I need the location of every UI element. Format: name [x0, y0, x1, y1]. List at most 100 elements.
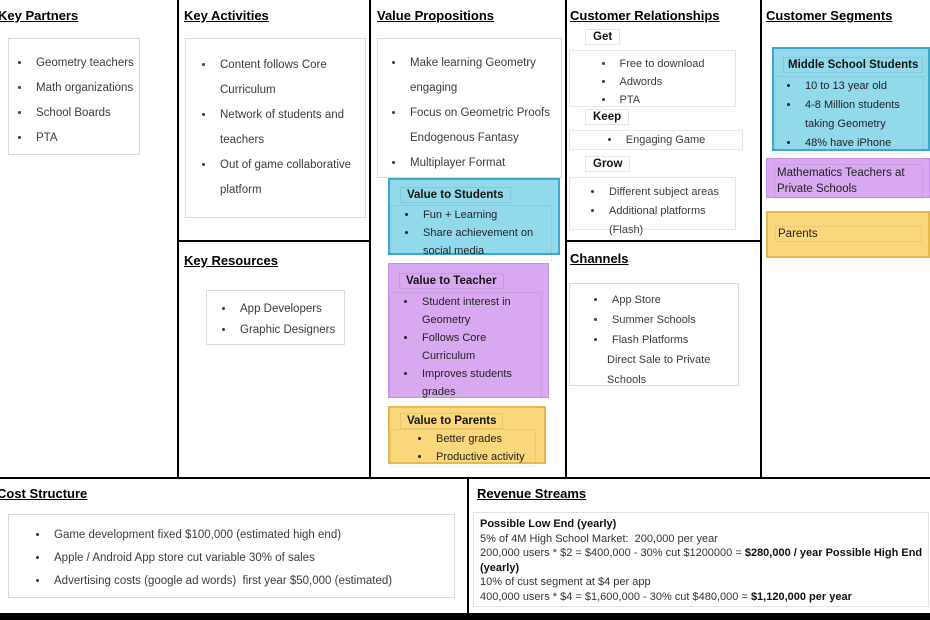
list-item: App Developers [235, 299, 344, 320]
channels-continuation: Direct Sale to Private Schools [607, 354, 711, 386]
value-to-students-title: Value to Students [400, 187, 511, 203]
channels-list: App StoreSummer SchoolsFlash Platforms [570, 290, 738, 350]
text-line: Possible Low End (yearly) [480, 518, 617, 530]
key-partners-list: Geometry teachersMath organizationsSchoo… [9, 51, 139, 151]
cost-structure-list: Game development fixed $100,000 (estimat… [9, 524, 454, 593]
parents-segment-label: Parents [775, 226, 922, 242]
cost-structure-section: Cost Structure Game development fixed $1… [0, 479, 467, 613]
list-item: Content follows Core Curriculum [215, 53, 361, 103]
keep-label: Keep [585, 109, 630, 125]
row-divider [0, 477, 930, 479]
channels-box: App StoreSummer SchoolsFlash Platforms D… [569, 283, 739, 386]
list-item: Flash Platforms [607, 330, 738, 350]
list-item: Share achievement on social media [418, 224, 549, 260]
value-propositions-section: Value Propositions Make learning Geometr… [371, 0, 565, 477]
text-line: 200,000 users * $2 = $400,000 - 30% cut … [480, 547, 926, 574]
key-partners-title: Key Partners [0, 8, 79, 23]
column-divider [565, 0, 567, 477]
value-propositions-title: Value Propositions [377, 8, 495, 23]
value-propositions-list: Make learning Geometry engagingFocus on … [378, 51, 561, 176]
list-item: Math organizations [31, 76, 139, 101]
list-item: Apple / Android App store cut variable 3… [49, 547, 454, 570]
value-to-parents-box: Value to Parents Better gradesProductive… [388, 406, 546, 467]
list-item: Different subject areas [604, 183, 723, 202]
grow-list: Different subject areasAdditional platfo… [570, 183, 735, 240]
key-resources-list: App DevelopersGraphic Designers [207, 299, 344, 341]
key-resources-box: App DevelopersGraphic Designers [206, 290, 345, 345]
value-to-parents-list: Better gradesProductive activity [390, 429, 536, 467]
column-divider [369, 0, 371, 477]
revenue-streams-text: Possible Low End (yearly) 5% of 4M High S… [474, 513, 928, 604]
list-item: Graphic Designers [235, 320, 344, 341]
teachers-segment-label: Mathematics Teachers at Private Schools [774, 164, 923, 199]
middle-school-students-title: Middle School Students [783, 57, 924, 73]
revenue-streams-box: Possible Low End (yearly) 5% of 4M High S… [473, 512, 929, 607]
value-to-teacher-box: Value to Teacher Student interest in Geo… [388, 263, 549, 402]
list-item: PTA [31, 126, 139, 151]
list-item: Advertising costs (google ad words) firs… [49, 570, 454, 593]
list-item: Productive activity [431, 448, 535, 466]
keep-box: Engaging Game [569, 130, 743, 150]
list-item: Better grades [431, 430, 535, 448]
cost-structure-title: Cost Structure [0, 486, 88, 501]
text-line: 5% of 4M High School Market: 200,000 per… [480, 532, 718, 545]
key-resources-title: Key Resources [184, 253, 278, 268]
key-activities-section: Key Activities Content follows Core Curr… [179, 0, 369, 477]
list-item: Follows Core Curriculum [417, 329, 523, 365]
list-item: Make learning Geometry engaging [405, 51, 559, 101]
grow-box: Different subject areasAdditional platfo… [569, 177, 736, 236]
cost-structure-box: Game development fixed $100,000 (estimat… [8, 514, 455, 598]
get-box: Free to downloadAdwordsPTA [569, 50, 736, 107]
list-item: Engaging Game [621, 132, 706, 149]
channels-title: Channels [570, 251, 629, 266]
key-partners-box: Geometry teachersMath organizationsSchoo… [8, 38, 140, 155]
list-item: Adwords [615, 73, 705, 91]
section-divider [567, 240, 760, 242]
list-item: Additional platforms (Flash) [604, 202, 723, 240]
keep-list: Engaging Game [607, 132, 706, 149]
list-item: Student interest in Geometry [417, 293, 523, 329]
list-item: Improves students grades [417, 365, 523, 401]
grow-label: Grow [585, 156, 631, 172]
list-item: School Boards [31, 101, 139, 126]
key-partners-section: Key Partners Geometry teachersMath organ… [0, 0, 177, 477]
value-to-teacher-title: Value to Teacher [399, 273, 504, 289]
key-activities-title: Key Activities [184, 8, 269, 23]
text-line: 10% of cust segment at $4 per app [480, 576, 651, 588]
get-label: Get [585, 29, 621, 45]
list-item: Free to download [615, 55, 705, 73]
value-to-students-box: Value to Students Fun + LearningShare ac… [388, 178, 560, 261]
canvas-bottom-edge [0, 613, 930, 620]
list-item: Out of game collaborative platform [215, 153, 361, 203]
list-item: 4-8 Million students taking Geometry [800, 96, 917, 134]
list-item: Multiplayer Format [405, 151, 559, 176]
customer-relationships-section: Customer Relationships Get Free to downl… [567, 0, 760, 477]
value-to-parents-title: Value to Parents [400, 413, 504, 429]
key-activities-box: Content follows Core CurriculumNetwork o… [185, 38, 366, 218]
list-item: Summer Schools [607, 310, 738, 330]
list-item: 10 to 13 year old [800, 77, 917, 96]
get-list: Free to downloadAdwordsPTA [601, 55, 705, 109]
customer-segments-title: Customer Segments [766, 8, 893, 23]
revenue-streams-title: Revenue Streams [477, 486, 587, 501]
customer-relationships-title: Customer Relationships [570, 8, 720, 23]
list-item: Game development fixed $100,000 (estimat… [49, 524, 454, 547]
value-propositions-box: Make learning Geometry engagingFocus on … [377, 38, 562, 178]
text-line: 400,000 users * $4 = $1,600,000 - 30% cu… [480, 590, 852, 603]
list-item: App Store [607, 290, 738, 310]
parents-segment-box: Parents [766, 211, 930, 258]
section-divider [179, 240, 369, 242]
list-item: PTA [615, 91, 705, 109]
list-item: Fun + Learning [418, 206, 549, 224]
value-to-teacher-list: Student interest in GeometryFollows Core… [389, 292, 542, 402]
value-to-students-list: Fun + LearningShare achievement on socia… [390, 205, 552, 261]
key-activities-list: Content follows Core CurriculumNetwork o… [186, 53, 365, 203]
column-divider [177, 0, 179, 477]
list-item: Network of students and teachers [215, 103, 361, 153]
revenue-streams-section: Revenue Streams Possible Low End (yearly… [470, 479, 930, 613]
middle-school-students-list: 10 to 13 year old4-8 Million students ta… [774, 76, 924, 154]
list-item: Geometry teachers [31, 51, 139, 76]
middle-school-students-box: Middle School Students 10 to 13 year old… [772, 47, 930, 154]
bottom-column-divider [467, 479, 469, 613]
